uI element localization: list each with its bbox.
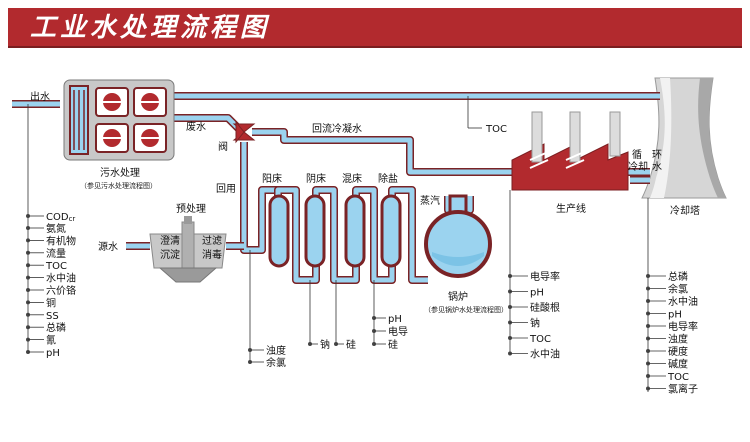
sediment-label: 沉淀: [160, 248, 180, 261]
tower-param: 碱度: [668, 358, 688, 371]
desalt-param: pH: [388, 314, 402, 325]
sewage-param: 水中油: [46, 272, 76, 285]
production-line: [511, 111, 629, 191]
production-param: 电导率: [530, 270, 560, 283]
sewage-treatment-unit: [63, 79, 175, 161]
disinfect-label: 消毒: [202, 248, 222, 261]
pretreat-label: 预处理: [176, 203, 206, 215]
sewage-param: pH: [46, 348, 60, 359]
circulating-label-1: 循: [632, 148, 642, 161]
circulating-label-2: 环: [652, 150, 662, 161]
sewage-param: 总磷: [46, 321, 66, 334]
mixed-bed-label: 混床: [342, 172, 362, 185]
pretreat-param: 余氯: [266, 356, 286, 369]
sewage-param: 六价铬: [46, 284, 76, 297]
tower-param: 水中油: [668, 295, 698, 308]
tower-param: TOC: [667, 372, 689, 383]
tower-param: 总磷: [668, 270, 688, 283]
tower-param: pH: [668, 310, 682, 321]
sewage-param: 流量: [46, 247, 66, 260]
silicon-param: 硅: [346, 338, 356, 351]
sodium-param: 钠: [320, 338, 330, 351]
cooling-tower-label: 冷却塔: [670, 204, 700, 217]
ion-exchange-beds: [268, 194, 402, 268]
clarify-label: 澄清: [160, 234, 180, 247]
tower-param: 氯离子: [668, 383, 698, 396]
tower-param: 余氯: [668, 283, 688, 296]
sewage-subtitle: （参见污水处理流程图）: [80, 181, 157, 190]
cation-bed-label: 阳床: [262, 172, 282, 185]
toc-top-label: TOC: [485, 124, 507, 135]
production-param: 水中油: [530, 348, 560, 361]
sewage-param: 氨氮: [46, 222, 66, 235]
sewage-param: 铜: [46, 297, 56, 309]
anion-bed-label: 阴床: [306, 172, 326, 185]
cooling-water-label-1: 冷却: [628, 160, 648, 173]
outlet-label: 出水: [30, 90, 50, 103]
sewage-title: 污水处理: [100, 167, 140, 179]
waste-water-label: 废水: [186, 120, 206, 133]
production-param: 钠: [530, 317, 540, 330]
desalt-bed-vessel: [380, 194, 402, 268]
cod-label: CODcr: [46, 212, 75, 223]
labels: 出水 废水 阀 回用 回流冷凝水 TOC 污水处理 （参见污水处理流程图） 预处…: [26, 90, 700, 314]
sewage-param: 有机物: [46, 234, 76, 247]
cooling-tower: [641, 77, 727, 199]
production-param: pH: [530, 288, 544, 299]
desalt-param: 硅: [388, 338, 398, 351]
desalt-label: 除盐: [378, 172, 398, 185]
return-condensate-label: 回流冷凝水: [312, 122, 362, 135]
reuse-label: 回用: [216, 183, 236, 195]
boiler-subtitle: （参见锅炉水处理流程图）: [424, 305, 508, 314]
sewage-param: TOC: [45, 261, 67, 272]
sewage-param: 氰: [46, 334, 56, 347]
valve-label: 阀: [218, 140, 228, 153]
tower-param: 浊度: [668, 333, 688, 346]
page-title: 工业水处理流程图: [30, 13, 270, 43]
mixed-bed-vessel: [344, 194, 366, 268]
production-param: TOC: [529, 334, 551, 345]
steam-label: 蒸汽: [420, 194, 440, 207]
production-param: 硅酸根: [530, 301, 560, 314]
anion-bed-vessel: [304, 194, 326, 268]
desalt-param: 电导: [388, 325, 408, 338]
cation-bed-vessel: [268, 194, 290, 268]
pretreat-param: 浊度: [266, 344, 286, 357]
tower-param: 电导率: [668, 320, 698, 333]
production-label: 生产线: [556, 202, 586, 215]
filter-label: 过滤: [202, 234, 222, 247]
boiler-title: 锅炉: [448, 291, 468, 303]
valve-icon: [232, 120, 256, 144]
source-water-label: 源水: [98, 240, 118, 253]
tower-param: 硬度: [668, 345, 688, 358]
header-bar: 工业水处理流程图: [8, 8, 742, 48]
sewage-param: SS: [46, 311, 59, 322]
boiler: [424, 194, 492, 278]
pretreatment-tank: [149, 216, 227, 283]
cooling-water-label-2: 水: [652, 161, 662, 173]
